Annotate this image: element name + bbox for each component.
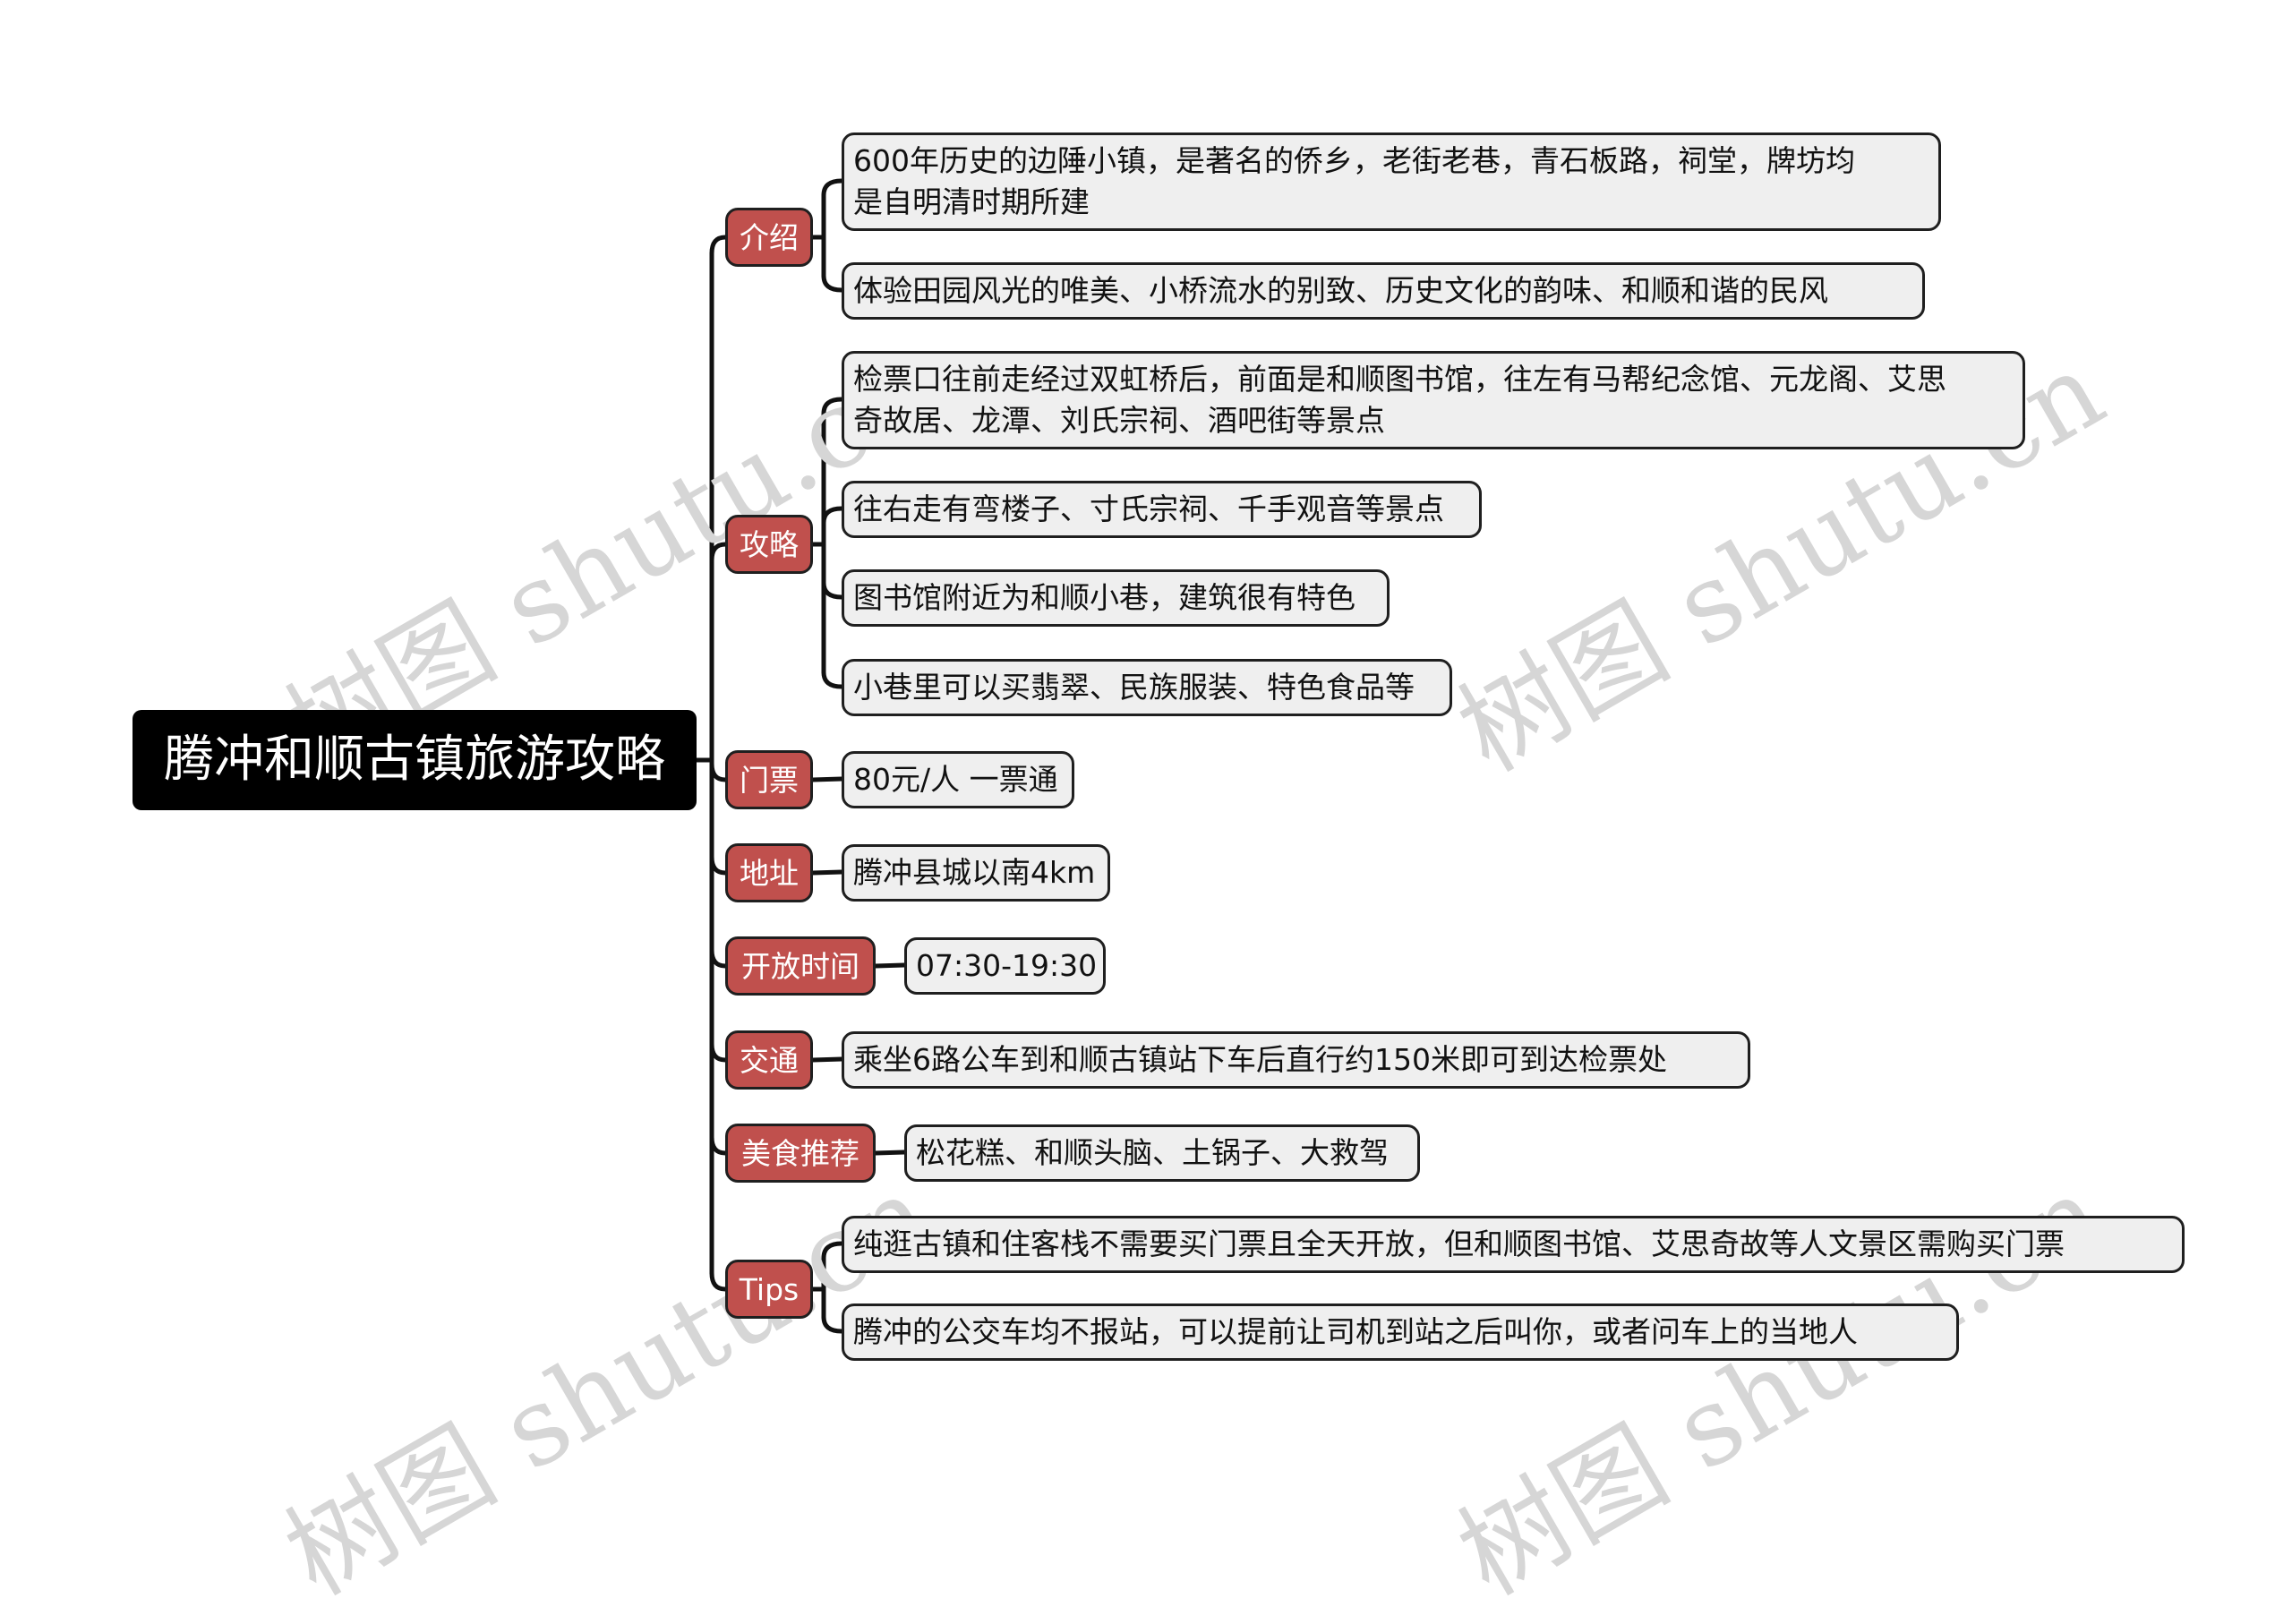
leaf-connector (810, 776, 844, 782)
branch-connector (709, 235, 728, 256)
leaf-topic[interactable]: 乘坐6路公车到和顺古镇站下车后直行约150米即可到达检票处 (842, 1031, 1750, 1089)
leaf-connector (821, 397, 844, 416)
leaf-connector (821, 506, 844, 526)
branch-connector (709, 1041, 728, 1063)
leaf-topic[interactable]: 图书馆附近为和顺小巷，建筑很有特色 (842, 569, 1390, 627)
leaf-text-line: 小巷里可以买翡翠、民族服装、特色食品等 (853, 670, 1415, 705)
leaf-connector (873, 962, 907, 969)
leaf-connector (810, 869, 844, 876)
leaf-text-line: 检票口往前走经过双虹桥后，前面是和顺图书馆，往左有马帮纪念馆、元龙阁、艾思 (853, 362, 1946, 397)
leaf-text-line: 体验田园风光的唯美、小桥流水的别致、历史文化的韵味、和顺和谐的民风 (853, 273, 1828, 308)
leaf-topic[interactable]: 往右走有弯楼子、寸氏宗祠、千手观音等景点 (842, 481, 1482, 538)
leaf-text-line: 图书馆附近为和顺小巷，建筑很有特色 (853, 580, 1356, 615)
branch-topic[interactable]: 攻略 (725, 515, 813, 574)
leaf-connector (821, 670, 844, 689)
leaf-text-line: 往右走有弯楼子、寸氏宗祠、千手观音等景点 (853, 491, 1444, 526)
leaf-topic[interactable]: 80元/人 一票通 (842, 751, 1074, 808)
leaf-connector (821, 1241, 844, 1261)
leaf-text-line: 80元/人 一票通 (853, 762, 1058, 797)
leaf-text-line: 纯逛古镇和住客栈不需要买门票且全天开放，但和顺图书馆、艾思奇故等人文景区需购买门… (853, 1227, 2065, 1261)
branch-topic[interactable]: 美食推荐 (725, 1124, 876, 1183)
leaf-topic[interactable]: 纯逛古镇和住客栈不需要买门票且全天开放，但和顺图书馆、艾思奇故等人文景区需购买门… (842, 1216, 2185, 1273)
leaf-connector (821, 580, 844, 600)
leaf-topic[interactable]: 体验田园风光的唯美、小桥流水的别致、历史文化的韵味、和顺和谐的民风 (842, 262, 1925, 320)
leaf-text-line: 松花糕、和顺头脑、土锅子、大救驾 (916, 1135, 1389, 1170)
leaf-topic[interactable]: 松花糕、和顺头脑、土锅子、大救驾 (904, 1124, 1420, 1182)
leaf-topic[interactable]: 600年历史的边陲小镇，是著名的侨乡，老街老巷，青石板路，祠堂，牌坊均是自明清时… (842, 132, 1941, 231)
branch-connector (709, 542, 728, 563)
branch-topic[interactable]: 交通 (725, 1030, 813, 1090)
leaf-connector (821, 273, 844, 293)
leaf-connector (810, 1056, 844, 1063)
branch-connector (709, 854, 728, 876)
branch-topic[interactable]: 开放时间 (725, 936, 876, 996)
branch-connector (709, 1270, 728, 1292)
leaf-topic[interactable]: 腾冲县城以南4km (842, 844, 1110, 902)
branch-connector (709, 947, 728, 969)
leaf-text-line: 07:30-19:30 (916, 948, 1098, 983)
branch-connector (709, 1134, 728, 1156)
branch-topic[interactable]: 介绍 (725, 208, 813, 267)
leaf-connector (873, 1150, 907, 1156)
connector-lines (694, 178, 907, 1334)
leaf-text-line: 乘坐6路公车到和顺古镇站下车后直行约150米即可到达检票处 (853, 1042, 1667, 1077)
leaf-connector (821, 1314, 844, 1334)
leaf-text-line: 腾冲县城以南4km (853, 855, 1096, 890)
leaf-text-line: 是自明清时期所建 (853, 184, 1090, 219)
leaf-text-line: 600年历史的边陲小镇，是著名的侨乡，老街老巷，青石板路，祠堂，牌坊均 (853, 143, 1855, 178)
branch-connector (709, 761, 728, 782)
leaf-connector (821, 178, 844, 198)
root-topic[interactable]: 腾冲和顺古镇旅游攻略 (133, 710, 697, 810)
leaf-topic[interactable]: 腾冲的公交车均不报站，可以提前让司机到站之后叫你，或者问车上的当地人 (842, 1303, 1959, 1361)
leaf-text-line: 腾冲的公交车均不报站，可以提前让司机到站之后叫你，或者问车上的当地人 (853, 1314, 1858, 1349)
branch-topic[interactable]: 门票 (725, 750, 813, 809)
branch-topic[interactable]: Tips (725, 1260, 813, 1319)
leaf-topic[interactable]: 小巷里可以买翡翠、民族服装、特色食品等 (842, 659, 1452, 716)
leaf-topic[interactable]: 检票口往前走经过双虹桥后，前面是和顺图书馆，往左有马帮纪念馆、元龙阁、艾思奇故居… (842, 351, 2025, 449)
mind-map-canvas: 树图 shutu.cn 树图 shutu.cn 树图 shutu.cn 树图 s… (133, 132, 2185, 1620)
branch-topic[interactable]: 地址 (725, 843, 813, 902)
leaf-topic[interactable]: 07:30-19:30 (904, 937, 1106, 995)
leaf-text-line: 奇故居、龙潭、刘氏宗祠、酒吧街等景点 (853, 403, 1385, 438)
